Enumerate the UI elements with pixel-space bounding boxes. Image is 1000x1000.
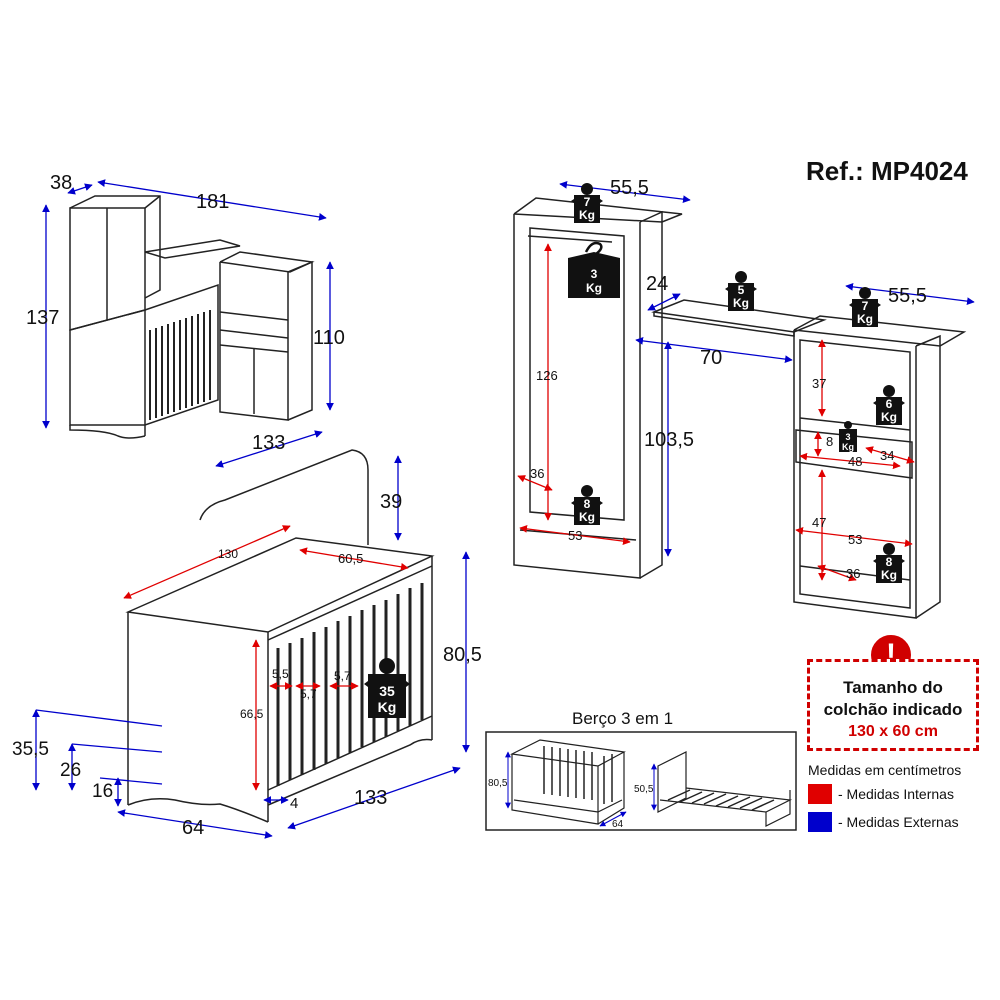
crib-external-dims <box>32 455 470 839</box>
dresser-top-weight-number: 7 <box>862 299 869 313</box>
hanger-weight-number: 3 <box>591 267 598 281</box>
bed-mode-slats <box>667 789 775 811</box>
dresser-top-weight-unit: Kg <box>857 312 873 326</box>
shelf-length-label: 70 <box>700 347 722 369</box>
wardrobe-inner-height-label: 126 <box>536 368 558 383</box>
crib-internal-dims <box>123 525 409 791</box>
bed-mode-drawing <box>657 751 793 827</box>
crib-length-label: 133 <box>354 787 387 809</box>
wardrobe-floor-weight-number: 8 <box>584 497 591 511</box>
dresser-shelf-weight-number: 6 <box>886 397 893 411</box>
dresser-inner-width-label: 53 <box>848 532 862 547</box>
crib-weight-unit: Kg <box>378 699 397 715</box>
wardrobe-drawing <box>513 197 683 579</box>
dresser-floor-weight-unit: Kg <box>881 568 897 582</box>
crib-depth-label: 64 <box>182 817 204 839</box>
shelf-depth-label: 24 <box>646 273 668 295</box>
crib-inner-height-label: 66,5 <box>240 707 264 721</box>
crib-modes-box <box>485 731 797 831</box>
legend-internal-label: - Medidas Internas <box>838 786 954 802</box>
notice-line-2: colchão indicado <box>823 700 963 719</box>
crib-headboard-label: 39 <box>380 491 402 513</box>
crib-mode-slats <box>543 746 613 804</box>
set-height-label: 137 <box>26 307 59 329</box>
shelf-dims <box>635 293 793 363</box>
wardrobe-floor-weight-unit: Kg <box>579 510 595 524</box>
shelf-weight-unit: Kg <box>733 296 749 310</box>
crib-inner-width-label: 60,5 <box>338 551 363 566</box>
dresser-lower-niche-label: 47 <box>812 515 826 530</box>
wardrobe-inner-width-label: 53 <box>568 528 582 543</box>
legend-internal-swatch <box>808 784 832 804</box>
dresser-drawer-height-label: 8 <box>826 434 833 449</box>
hanger-weight-tag <box>568 241 620 298</box>
crib-side-offset-label: 4 <box>290 795 298 812</box>
crib-total-height-label: 80,5 <box>443 644 482 666</box>
crib-inner-length-label: 130 <box>218 547 238 561</box>
hanger-weight-unit: Kg <box>586 281 602 295</box>
set-view-drawing <box>69 195 315 439</box>
wardrobe-height-label: 103,5 <box>644 429 694 451</box>
wardrobe-width-label: 55,5 <box>610 177 649 199</box>
crib-slat-gap-b: 5,7 <box>300 687 317 701</box>
dresser-shelf-weight-unit: Kg <box>881 410 897 424</box>
crib-weight-number: 35 <box>379 683 395 699</box>
set-view-dim-lines <box>42 179 334 468</box>
reference-code: Ref.: MP4024 <box>806 156 968 186</box>
crib-mode-depth-label: 64 <box>612 819 624 830</box>
wardrobe-internal-dims <box>517 243 631 545</box>
drawer-weight-number: 3 <box>845 432 850 442</box>
shelf-weight-number: 5 <box>738 283 745 297</box>
crib-level-low-label: 16 <box>92 781 113 802</box>
drawer-weight-unit: Kg <box>842 442 854 452</box>
notice-line-1: Tamanho do <box>843 678 943 697</box>
dresser-drawer-width-label: 48 <box>848 454 862 469</box>
set-view-crib-slats <box>149 310 211 420</box>
set-depth-label: 38 <box>50 172 72 194</box>
legend-title: Medidas em centímetros <box>808 762 962 778</box>
dresser-width-label: 55,5 <box>888 285 927 307</box>
drawer-weight-tag <box>839 421 857 452</box>
crib-weight-tag <box>364 658 410 718</box>
crib-level-mid-label: 26 <box>60 760 81 781</box>
wardrobe-inner-depth-label: 36 <box>530 466 544 481</box>
crib-mode-height-label: 80,5 <box>488 778 508 789</box>
dresser-floor-weight-number: 8 <box>886 555 893 569</box>
set-width-label: 181 <box>196 191 229 213</box>
wardrobe-top-weight-number: 7 <box>584 195 591 209</box>
dresser-upper-niche-label: 37 <box>812 376 826 391</box>
wardrobe-top-weight-unit: Kg <box>579 208 595 222</box>
crib-slat-gap-a: 5,5 <box>272 667 289 681</box>
dresser-inner-depth-label: 36 <box>846 566 860 581</box>
crib-mode-dims <box>505 751 657 827</box>
notice-mattress-size: 130 x 60 cm <box>848 723 938 740</box>
legend-external-label: - Medidas Externas <box>838 814 959 830</box>
dresser-internal-dims <box>795 339 915 582</box>
legend-external-swatch <box>808 812 832 832</box>
bed-mode-height-label: 50,5 <box>634 784 654 795</box>
crib-modes-title: Berço 3 em 1 <box>572 709 674 728</box>
dresser-width-label: 133 <box>252 432 285 454</box>
dresser-height-label: 110 <box>313 327 345 349</box>
crib-level-high-label: 35,5 <box>12 739 49 760</box>
crib-slat-gap-c: 5,7 <box>334 669 351 683</box>
dresser-drawer-depth-label: 34 <box>880 448 894 463</box>
mattress-size-notice: Tamanho do colchão indicado 130 x 60 cm <box>807 659 979 751</box>
